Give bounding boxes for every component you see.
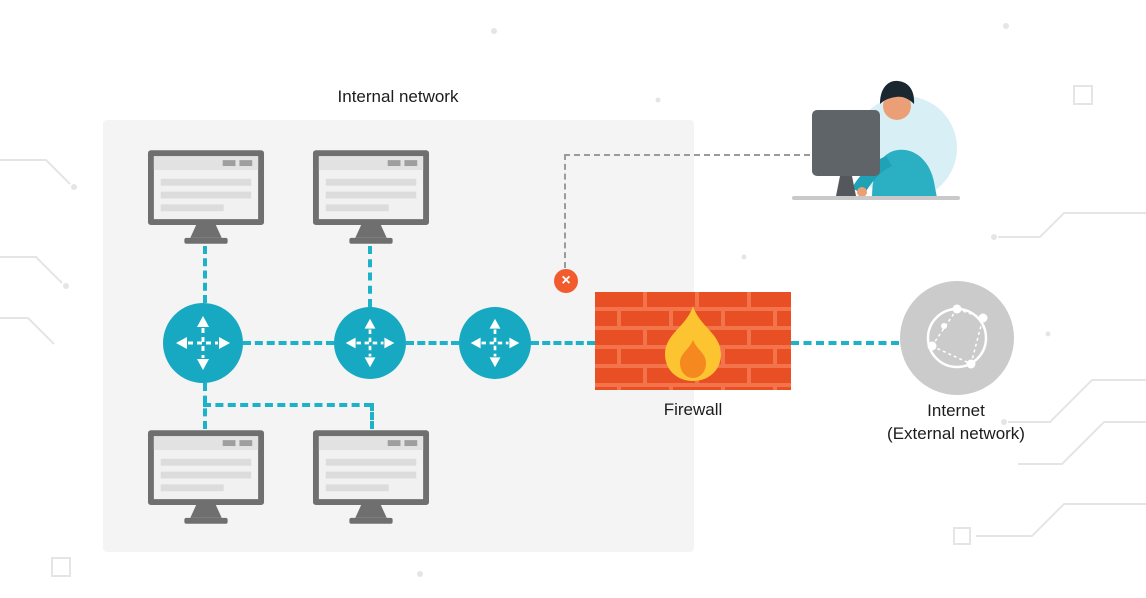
person-hair	[880, 80, 915, 104]
workstation-monitor-back	[812, 110, 880, 176]
computer-monitor-icon-2	[312, 149, 430, 246]
link-router2-router3	[406, 341, 459, 345]
computer-monitor-icon-1	[147, 149, 265, 246]
internal-network-label: Internal network	[337, 87, 459, 106]
link-branch-horizontal	[203, 403, 372, 407]
link-router1-router2	[243, 341, 334, 345]
flame-inner	[680, 340, 706, 378]
person-hand	[857, 187, 867, 197]
blocked-path-horizontal	[564, 154, 810, 156]
computer-monitor-icon-3	[147, 429, 265, 526]
blocked-x-icon: ×	[554, 269, 578, 293]
computer-monitor-icon-4	[312, 429, 430, 526]
link-firewall-internet	[791, 341, 899, 345]
firewall-brick-flame-icon	[595, 292, 791, 390]
external-user-at-computer-illustration	[792, 80, 960, 200]
desk-line	[792, 196, 960, 200]
internet-label: Internet (External network)	[856, 399, 1056, 445]
internet-label-line2: (External network)	[887, 424, 1025, 443]
link-branch-computer4	[370, 403, 374, 429]
router-switch-icon-1	[163, 303, 243, 383]
workstation-monitor-stand	[836, 176, 856, 196]
internet-globe-icon	[900, 281, 1014, 395]
firewall-label: Firewall	[663, 400, 723, 419]
link-computer2-router2	[368, 246, 372, 307]
blocked-path-vertical	[564, 154, 566, 268]
link-computer1-router1	[203, 246, 207, 303]
router-switch-icon-3	[459, 307, 531, 379]
person-face	[883, 92, 911, 120]
link-router3-firewall	[531, 341, 595, 345]
internet-label-line1: Internet	[927, 401, 985, 420]
router-switch-icon-2	[334, 307, 406, 379]
